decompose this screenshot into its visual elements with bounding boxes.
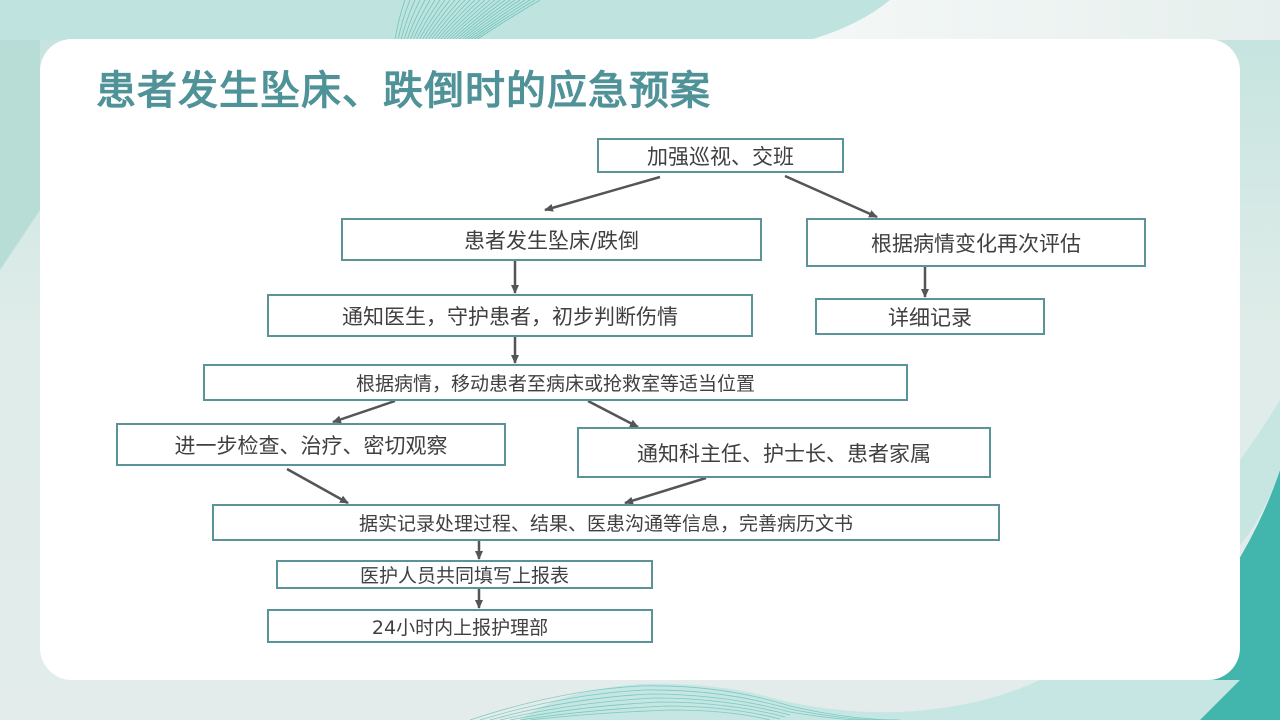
node-document: 据实记录处理过程、结果、医患沟通等信息，完善病历文书 (212, 504, 1000, 541)
node-report-24h: 24小时内上报护理部 (267, 609, 653, 643)
page-title: 患者发生坠床、跌倒时的应急预案 (96, 68, 711, 114)
node-fill-report-label: 医护人员共同填写上报表 (359, 565, 569, 587)
node-move-patient-label: 根据病情，移动患者至病床或抢救室等适当位置 (355, 373, 755, 395)
node-notify-family-label: 通知科主任、护士长、患者家属 (637, 441, 931, 466)
node-fill-report: 医护人员共同填写上报表 (276, 560, 653, 589)
node-patrol-label: 加强巡视、交班 (647, 144, 794, 169)
node-fall-label: 患者发生坠床/跌倒 (463, 228, 640, 253)
node-record-detail-label: 详细记录 (888, 305, 972, 330)
node-reassess: 根据病情变化再次评估 (806, 218, 1146, 267)
node-move-patient: 根据病情，移动患者至病床或抢救室等适当位置 (203, 364, 908, 401)
node-report-24h-label: 24小时内上报护理部 (371, 616, 549, 639)
node-fall: 患者发生坠床/跌倒 (341, 218, 762, 261)
node-notify-doctor-label: 通知医生，守护患者，初步判断伤情 (342, 304, 678, 329)
node-reassess-label: 根据病情变化再次评估 (871, 231, 1081, 256)
node-patrol: 加强巡视、交班 (597, 138, 844, 173)
node-further-exam-label: 进一步检查、治疗、密切观察 (174, 433, 448, 458)
node-record-detail: 详细记录 (815, 298, 1045, 335)
node-further-exam: 进一步检查、治疗、密切观察 (116, 423, 506, 466)
node-notify-doctor: 通知医生，守护患者，初步判断伤情 (267, 294, 753, 337)
node-document-label: 据实记录处理过程、结果、医患沟通等信息，完善病历文书 (358, 513, 853, 535)
node-notify-family: 通知科主任、护士长、患者家属 (577, 427, 991, 478)
